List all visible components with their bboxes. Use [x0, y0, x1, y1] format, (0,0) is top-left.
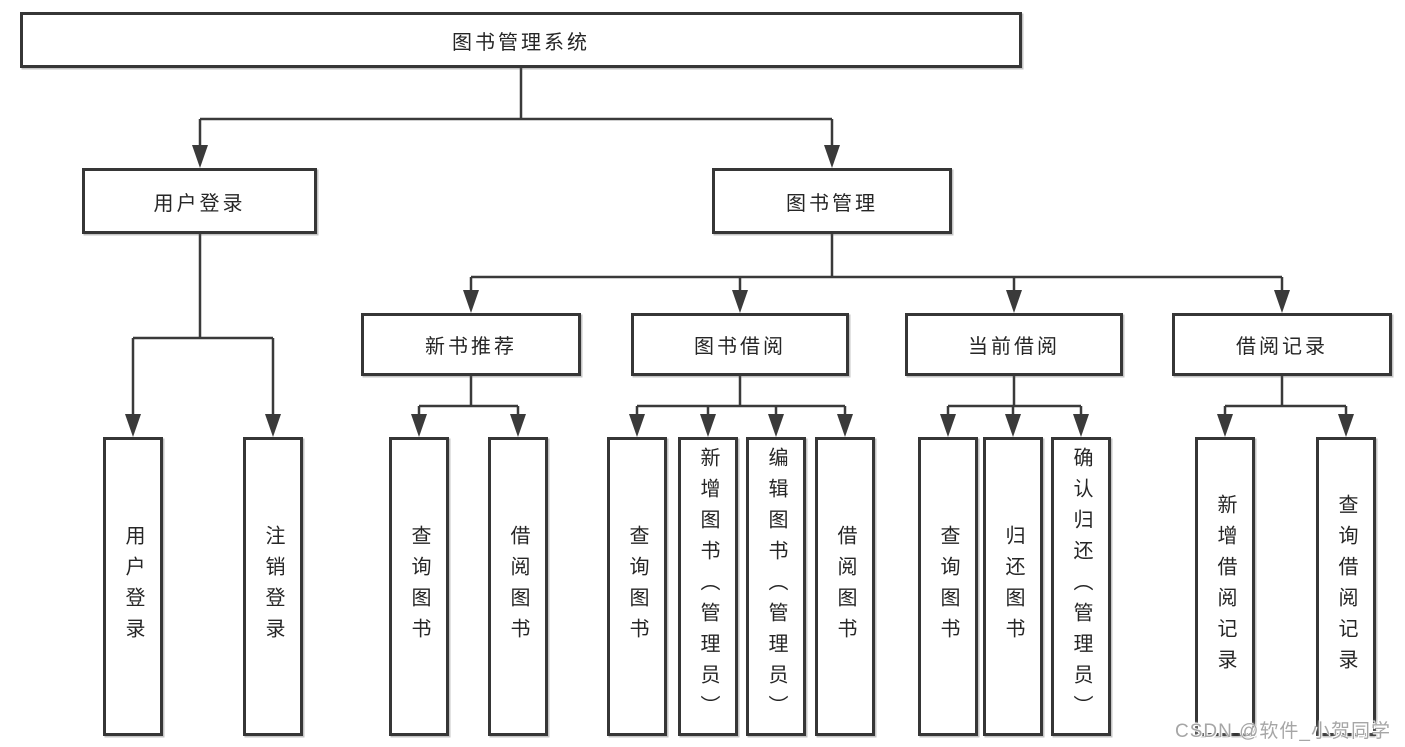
- node-user-login: 用户登录: [82, 168, 317, 234]
- leaf-query-books-under-current-borrowing: 查询图书: [918, 437, 978, 736]
- node-root-system: 图书管理系统: [20, 12, 1022, 68]
- leaf-user-login-label: 用户登录: [122, 524, 144, 649]
- leaf-edit-books-admin-label: 编辑图书（管理员）: [765, 447, 787, 726]
- leaf-add-books-admin: 新增图书（管理员）: [678, 437, 738, 736]
- leaf-logout-login-label: 注销登录: [262, 524, 284, 649]
- leaf-query-borrow-record-label: 查询借阅记录: [1335, 493, 1357, 680]
- node-current-borrowing-label: 当前借阅: [968, 336, 1060, 358]
- node-root-label: 图书管理系统: [452, 31, 590, 54]
- leaf-confirm-return-admin: 确认归还（管理员）: [1051, 437, 1111, 736]
- leaf-add-books-admin-label: 新增图书（管理员）: [697, 447, 719, 726]
- node-book-borrowing: 图书借阅: [631, 313, 849, 376]
- leaf-borrow-books-label: 借阅图书: [507, 524, 529, 649]
- leaf-query-books-under-book-borrowing: 查询图书: [607, 437, 667, 736]
- node-current-borrowing: 当前借阅: [905, 313, 1123, 376]
- leaf-confirm-return-admin-label: 确认归还（管理员）: [1070, 447, 1092, 726]
- leaf-query-books-label: 查询图书: [937, 524, 959, 649]
- leaf-user-login: 用户登录: [103, 437, 163, 736]
- node-borrowing-records: 借阅记录: [1172, 313, 1392, 376]
- node-book-management: 图书管理: [712, 168, 952, 234]
- leaf-edit-books-admin: 编辑图书（管理员）: [746, 437, 806, 736]
- leaf-add-borrow-record-label: 新增借阅记录: [1214, 493, 1236, 680]
- leaf-borrow-books-label: 借阅图书: [834, 524, 856, 649]
- leaf-logout-login: 注销登录: [243, 437, 303, 736]
- leaf-borrow-books-under-book-borrowing: 借阅图书: [815, 437, 875, 736]
- leaf-query-books-label: 查询图书: [408, 524, 430, 649]
- node-new-book-recommendation: 新书推荐: [361, 313, 581, 376]
- node-borrowing-records-label: 借阅记录: [1236, 336, 1328, 358]
- csdn-watermark: CSDN @软件_小贺同学: [1175, 721, 1391, 742]
- arrowheads: [125, 145, 1354, 437]
- node-new-book-recommendation-label: 新书推荐: [425, 336, 517, 358]
- leaf-query-books-label: 查询图书: [626, 524, 648, 649]
- leaf-borrow-books-under-new-books: 借阅图书: [488, 437, 548, 736]
- leaf-add-borrow-record: 新增借阅记录: [1195, 437, 1255, 736]
- node-user-login-label: 用户登录: [153, 192, 246, 215]
- leaf-query-books-under-new-books: 查询图书: [389, 437, 449, 736]
- node-book-management-label: 图书管理: [786, 192, 878, 215]
- node-book-borrowing-label: 图书借阅: [694, 336, 786, 358]
- leaf-return-books-label: 归还图书: [1002, 524, 1024, 649]
- leaf-return-books: 归还图书: [983, 437, 1043, 736]
- leaf-query-borrow-record: 查询借阅记录: [1316, 437, 1376, 736]
